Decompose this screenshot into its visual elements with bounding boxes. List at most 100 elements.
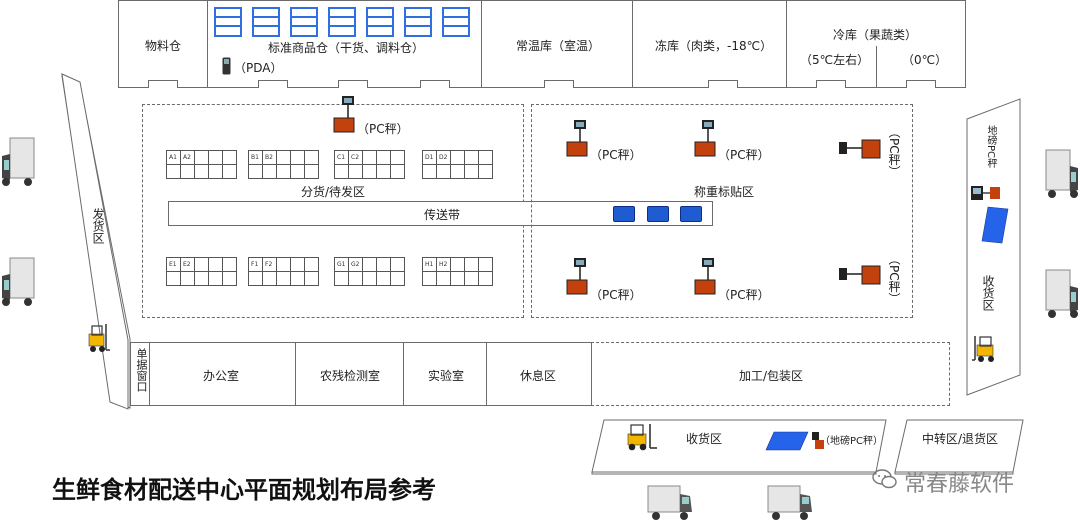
transfer-label: 中转区/退货区 (922, 432, 999, 446)
rack-cell: F1 (249, 258, 263, 272)
floor-scale-icon (981, 206, 1009, 244)
rack-cell: E2 (181, 258, 195, 272)
rack-cell: G2 (349, 258, 363, 272)
forklift-icon (88, 324, 110, 352)
processing-zone (591, 342, 950, 406)
cold-label: 冷库（果蔬类） (833, 28, 918, 42)
truck-icon (2, 257, 35, 306)
floor-scale-icon (765, 431, 824, 451)
watermark-text: 常春藤软件 (904, 472, 1015, 497)
door (816, 80, 846, 88)
rack-cell: B1 (249, 151, 263, 165)
pda-label: （PDA） (234, 61, 283, 75)
door (258, 80, 288, 88)
truck-icon (1045, 269, 1078, 318)
page-title: 生鲜食材配送中心平面规划布局参考 (52, 475, 436, 504)
truck-icon (1045, 149, 1078, 198)
frozen-label: 冻库（肉类，-18℃） (655, 39, 773, 53)
pc-scale-icon (694, 120, 716, 157)
truck-icon (767, 485, 812, 520)
office-label: 办公室 (203, 369, 240, 383)
rack-grid: D1 D2 (422, 150, 493, 179)
door (148, 80, 178, 88)
document-window-label: 单据窗口 (135, 348, 148, 392)
weighing-zone-label: 称重标贴区 (694, 185, 755, 199)
rack-grid: A1 A2 (166, 150, 237, 179)
rack-cell: F2 (263, 258, 277, 272)
rack-cell: C1 (335, 151, 349, 165)
rack-grid: G1 G2 (334, 257, 405, 286)
pc-scale-label: （PC秤） (590, 148, 642, 162)
floor-scale-side-label: 地磅PC秤 (985, 125, 996, 169)
rack-cell: E1 (167, 258, 181, 272)
rack-cell: C2 (349, 151, 363, 165)
receiving-area-label: 收货区 (981, 275, 995, 311)
lab-label: 实验室 (428, 369, 465, 383)
pc-scale-label: （PC秤） (590, 288, 642, 302)
rack-grid: E1 E2 (166, 257, 237, 286)
door (906, 80, 936, 88)
rack-grid: B1 B2 (248, 150, 319, 179)
floor-scale-label: （地磅PC秤） (820, 436, 884, 447)
wechat-icon (872, 469, 897, 489)
pc-scale-side-label: （PC秤） (887, 253, 901, 305)
weighing-zone (531, 104, 913, 318)
material-store-room (118, 0, 208, 88)
rack-cell: A1 (167, 151, 181, 165)
truck-icon (2, 137, 35, 186)
pda-icon (222, 57, 231, 75)
normal-temp-label: 常温库（室温） (516, 39, 601, 53)
dispatch-area-label: 发货区 (91, 208, 105, 244)
door (338, 80, 368, 88)
rack-cell: H1 (423, 258, 437, 272)
cold-room-divider (876, 46, 877, 88)
scale-icon (971, 186, 1000, 200)
rack-cell: D2 (437, 151, 451, 165)
receiving-dock-label: 收货区 (686, 432, 723, 446)
processing-label: 加工/包装区 (739, 369, 804, 383)
crate-icon (680, 206, 702, 222)
pc-scale-icon (839, 139, 881, 159)
crate-icon (647, 206, 669, 222)
rack-cell: A2 (181, 151, 195, 165)
frozen-room (632, 0, 787, 88)
door (708, 80, 738, 88)
forklift-icon (627, 424, 657, 451)
rack-cell: B2 (263, 151, 277, 165)
pesticide-room (295, 342, 404, 406)
pc-scale-icon (333, 96, 355, 133)
rack-cell: D1 (423, 151, 437, 165)
rack-cell: H2 (437, 258, 451, 272)
rack-grid: C1 C2 (334, 150, 405, 179)
door (420, 80, 450, 88)
rack-grid: H1 H2 (422, 257, 493, 286)
rest-room (486, 342, 592, 406)
sorting-zone-label: 分货/待发区 (301, 185, 366, 199)
truck-icon (647, 485, 692, 520)
lab-room (403, 342, 487, 406)
pc-scale-icon (839, 265, 881, 285)
standard-store-label: 标准商品仓（干货、调料仓） (268, 41, 425, 55)
office-room (149, 342, 296, 406)
pc-scale-side-label: （PC秤） (887, 126, 901, 178)
rack-cell: G1 (335, 258, 349, 272)
pc-scale-label: （PC秤） (718, 148, 770, 162)
forklift-icon (972, 336, 994, 362)
shelf-icon-row (214, 7, 470, 37)
rack-grid: F1 F2 (248, 257, 319, 286)
receiving-wall (966, 98, 1021, 396)
conveyor-label: 传送带 (424, 208, 461, 222)
material-store-label: 物料仓 (145, 39, 182, 53)
pesticide-label: 农残检测室 (320, 369, 381, 383)
transfer-dock (894, 419, 1024, 475)
cold-5-label: （5℃左右） (800, 53, 870, 67)
rest-label: 休息区 (520, 369, 557, 383)
pc-scale-label: （PC秤） (718, 288, 770, 302)
cold-0-label: （0℃） (902, 53, 948, 67)
pc-scale-label: （PC秤） (357, 122, 409, 136)
pc-scale-icon (694, 258, 716, 295)
pc-scale-icon (566, 120, 588, 157)
pc-scale-icon (566, 258, 588, 295)
door (544, 80, 574, 88)
crate-icon (613, 206, 635, 222)
